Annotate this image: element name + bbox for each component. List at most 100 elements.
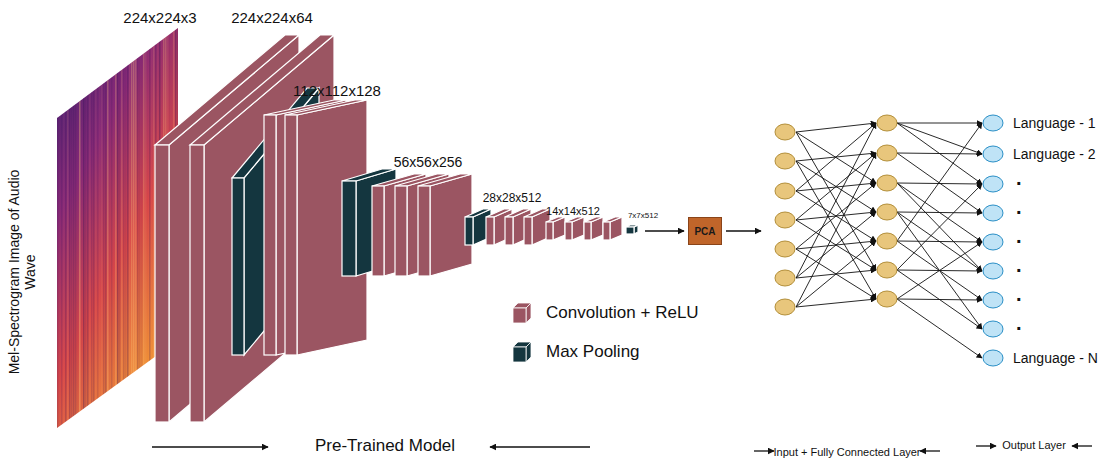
spectrogram-stripe xyxy=(151,20,153,440)
neuron-link xyxy=(897,183,982,271)
layer-front xyxy=(232,178,244,355)
class-label: Language - 2 xyxy=(1013,146,1096,162)
spectrogram-stripe xyxy=(77,20,79,440)
spectrogram-stripe xyxy=(65,20,67,440)
flow-arrow xyxy=(490,446,590,447)
hidden-neuron xyxy=(877,291,897,307)
flow-arrow xyxy=(1072,445,1092,446)
spectrogram-stripe xyxy=(111,20,113,440)
layer-top xyxy=(342,169,396,181)
input-neuron xyxy=(775,241,795,257)
convolution-layer xyxy=(546,217,565,240)
hidden-neuron xyxy=(877,233,897,249)
spectrogram-stripe xyxy=(149,20,151,440)
layer-front xyxy=(395,186,407,276)
neuron-link xyxy=(796,241,876,307)
hidden-neuron xyxy=(877,204,897,220)
input-neuron xyxy=(775,212,795,228)
output-neuron xyxy=(983,176,1003,192)
dimension-label: 14x14x512 xyxy=(546,205,600,218)
legend-swatch xyxy=(512,341,532,363)
hidden-neuron xyxy=(877,175,897,191)
neuron-link xyxy=(796,212,876,278)
ellipsis-dot: . xyxy=(1016,167,1022,190)
dimension-label: 56x56x256 xyxy=(394,154,463,170)
layer-front xyxy=(285,115,297,355)
spectrogram-stripe xyxy=(79,20,81,440)
neuron-link xyxy=(796,123,876,132)
neuron-link xyxy=(897,184,982,270)
spectrogram-stripe xyxy=(87,20,89,440)
hidden-neuron xyxy=(877,262,897,278)
output-neuron xyxy=(983,321,1003,337)
neuron-link xyxy=(796,299,876,307)
layer-front xyxy=(418,186,430,276)
spectrogram-stripe xyxy=(121,20,123,440)
spectrogram-stripe xyxy=(99,20,101,440)
neuron-link xyxy=(897,183,982,184)
class-label: Language - 1 xyxy=(1013,115,1096,131)
spectrogram-stripe xyxy=(117,20,119,440)
spectrogram-stripe xyxy=(147,20,149,440)
spectrogram-stripe xyxy=(103,20,105,440)
spectrogram-stripe xyxy=(95,20,97,440)
spectrogram-stripe xyxy=(67,20,69,440)
output-neuron xyxy=(983,350,1003,366)
neuron-link xyxy=(897,153,982,154)
convolution-layer xyxy=(584,217,603,240)
neuron-link xyxy=(897,123,982,241)
hidden-neuron xyxy=(877,145,897,161)
spectrogram-stripe xyxy=(137,20,139,440)
neuron-link xyxy=(897,212,982,213)
legend-text: Convolution + ReLU xyxy=(546,303,699,323)
process-box: PCA xyxy=(688,217,722,245)
spectrogram-stripe xyxy=(129,20,131,440)
spectrogram-stripe xyxy=(133,20,135,440)
layer-front xyxy=(372,186,384,276)
spectrogram-stripe xyxy=(109,20,111,440)
spectrogram-stripe xyxy=(93,20,95,440)
output-neuron xyxy=(983,146,1003,162)
layer-front xyxy=(603,222,610,240)
neural-network xyxy=(775,115,1003,366)
spectrogram-stripe xyxy=(71,20,73,440)
neuron-link xyxy=(897,183,982,242)
layer-front xyxy=(190,145,204,422)
convolution-layer xyxy=(285,100,367,355)
spectrogram-texture xyxy=(57,20,181,440)
layer-top xyxy=(418,174,472,186)
layer-top xyxy=(603,217,622,222)
spectrogram-stripe xyxy=(83,20,85,440)
dimension-label: 112x112x128 xyxy=(293,82,381,99)
cnn-layers xyxy=(155,35,638,422)
spectrogram-stripe xyxy=(125,20,127,440)
neuron-link xyxy=(897,123,982,124)
convolution-layer xyxy=(603,217,622,240)
spectrogram-stripe xyxy=(85,20,87,440)
ellipsis-dot: . xyxy=(1016,254,1022,277)
spectrogram-stripe xyxy=(141,20,143,440)
spectrogram-stripe xyxy=(107,20,109,440)
flow-arrow xyxy=(976,445,996,446)
spectrogram-stripe xyxy=(131,20,133,440)
section-label: Pre-Trained Model xyxy=(315,436,455,456)
spectrogram-stripe xyxy=(105,20,107,440)
layer-top xyxy=(285,100,367,115)
ellipsis-dot: . xyxy=(1016,225,1022,248)
neuron-link xyxy=(796,153,876,307)
spectrogram-stripe xyxy=(81,20,83,440)
layer-front xyxy=(546,222,553,240)
flow-arrow xyxy=(754,450,774,451)
spectrogram-stripe xyxy=(143,20,145,440)
neuron-link xyxy=(796,153,876,220)
flow-arrow xyxy=(152,446,268,447)
flow-arrow xyxy=(920,450,940,451)
input-neuron xyxy=(775,153,795,169)
legend-text: Max Pooling xyxy=(546,342,640,362)
dimension-label: 224x224x64 xyxy=(231,9,313,26)
spectrogram-stripe xyxy=(59,20,61,440)
dimension-label: 224x224x3 xyxy=(123,9,196,26)
legend-row: Convolution + ReLU xyxy=(512,302,699,324)
spectrogram-stripe xyxy=(101,20,103,440)
